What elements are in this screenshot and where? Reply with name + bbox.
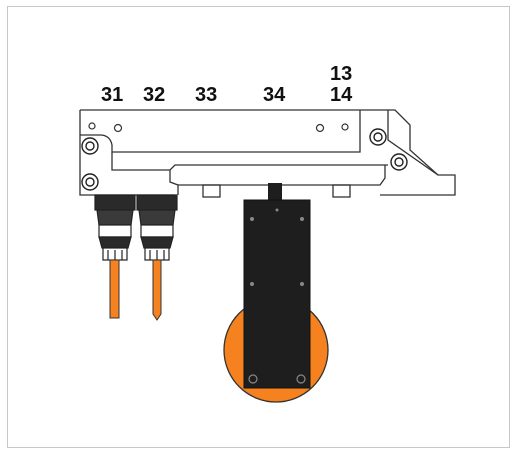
position-label-31: 31 xyxy=(101,84,123,106)
position-label-13: 13 xyxy=(330,63,352,85)
tool-31 xyxy=(109,259,120,319)
saw-arm-34 xyxy=(243,199,311,389)
position-label-34: 34 xyxy=(263,84,286,106)
tool-32 xyxy=(152,259,162,321)
bolt-icon xyxy=(81,128,408,191)
position-label-32: 32 xyxy=(143,84,165,106)
position-label-33: 33 xyxy=(195,84,217,106)
holder-body xyxy=(79,109,456,198)
collet-holder-32 xyxy=(136,194,178,261)
arm-connector xyxy=(268,183,282,201)
position-label-14: 14 xyxy=(330,84,353,106)
collet-holder-31 xyxy=(94,194,136,261)
mounting-holes xyxy=(88,122,349,133)
